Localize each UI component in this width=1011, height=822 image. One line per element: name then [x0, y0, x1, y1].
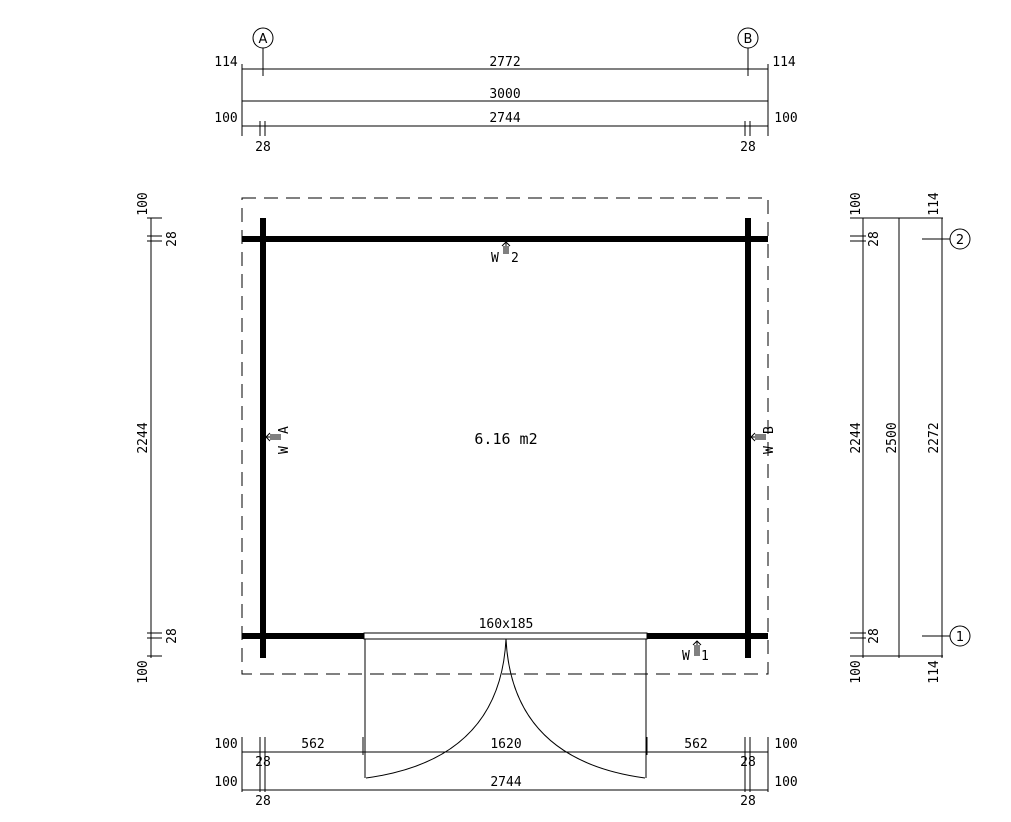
svg-text:2500: 2500 — [885, 422, 900, 453]
svg-text:28: 28 — [255, 140, 271, 155]
svg-text:28: 28 — [867, 231, 882, 247]
wall-tag-wa: W A — [265, 426, 292, 454]
svg-text:1: 1 — [701, 649, 709, 664]
svg-text:W: W — [277, 446, 292, 454]
door-swing-left — [365, 638, 507, 779]
grid-bubble — [949, 625, 971, 647]
grid-bubble — [737, 27, 759, 49]
door-swing-right — [505, 638, 646, 779]
svg-text:1620: 1620 — [490, 737, 521, 752]
bottom-dimensions: 100 28 562 1620 562 28 100 100 28 2744 2… — [214, 737, 798, 809]
svg-text:100: 100 — [774, 111, 797, 126]
svg-text:3000: 3000 — [489, 87, 520, 102]
svg-text:100: 100 — [214, 775, 237, 790]
svg-text:A: A — [259, 32, 268, 47]
svg-text:2272: 2272 — [927, 422, 942, 453]
svg-text:100: 100 — [214, 737, 237, 752]
svg-text:28: 28 — [740, 755, 756, 770]
top-dimensions: 114 2772 114 3000 100 2744 100 28 28 — [214, 55, 797, 155]
svg-text:28: 28 — [255, 794, 271, 809]
wall-tag-wb: W B — [750, 426, 777, 454]
svg-text:28: 28 — [740, 794, 756, 809]
svg-text:2: 2 — [511, 251, 519, 266]
svg-text:2772: 2772 — [489, 55, 520, 70]
svg-text:28: 28 — [165, 628, 180, 644]
svg-text:W: W — [762, 446, 777, 454]
wall-tag-w2: W 2 — [491, 241, 519, 266]
svg-text:2744: 2744 — [490, 775, 521, 790]
right-dimensions: 100 28 2244 28 100 2500 114 2272 114 — [849, 192, 946, 684]
svg-text:28: 28 — [867, 628, 882, 644]
grid-axis-2: 2 — [922, 228, 971, 250]
svg-text:562: 562 — [684, 737, 707, 752]
arrow-left-icon — [265, 432, 281, 442]
svg-text:100: 100 — [774, 775, 797, 790]
svg-text:100: 100 — [849, 660, 864, 683]
svg-text:B: B — [762, 426, 777, 434]
roof-overhang-outline — [241, 197, 769, 675]
svg-text:W: W — [491, 251, 499, 266]
arrow-left-icon — [750, 432, 766, 442]
svg-text:100: 100 — [849, 192, 864, 215]
left-dimensions: 100 28 2244 28 100 — [136, 192, 180, 683]
svg-text:W: W — [682, 649, 690, 664]
svg-text:A: A — [277, 426, 292, 434]
arrow-up-icon — [501, 241, 511, 254]
door-size-label: 160x185 — [479, 617, 534, 632]
svg-text:100: 100 — [774, 737, 797, 752]
svg-text:1: 1 — [956, 630, 964, 645]
svg-text:114: 114 — [927, 192, 942, 216]
svg-text:28: 28 — [740, 140, 756, 155]
svg-text:114: 114 — [214, 55, 238, 70]
svg-text:2244: 2244 — [136, 422, 151, 453]
grid-axis-a: A — [252, 27, 274, 76]
svg-text:100: 100 — [136, 660, 151, 683]
svg-text:2244: 2244 — [849, 422, 864, 453]
room-area-label: 6.16 m2 — [474, 430, 537, 448]
svg-text:114: 114 — [927, 660, 942, 684]
grid-bubble — [252, 27, 274, 49]
grid-bubble — [949, 228, 971, 250]
svg-text:100: 100 — [214, 111, 237, 126]
svg-text:28: 28 — [165, 231, 180, 247]
arrow-up-icon — [692, 640, 702, 656]
svg-text:562: 562 — [301, 737, 324, 752]
walls — [242, 218, 768, 658]
svg-text:100: 100 — [136, 192, 151, 215]
svg-text:114: 114 — [772, 55, 796, 70]
svg-text:2744: 2744 — [489, 111, 520, 126]
svg-text:2: 2 — [956, 233, 964, 248]
grid-axis-b: B — [737, 27, 759, 76]
svg-text:B: B — [744, 32, 753, 47]
wall-tag-w1: W 1 — [682, 640, 709, 664]
door-opening: 160x185 — [363, 617, 648, 779]
svg-text:28: 28 — [255, 755, 271, 770]
